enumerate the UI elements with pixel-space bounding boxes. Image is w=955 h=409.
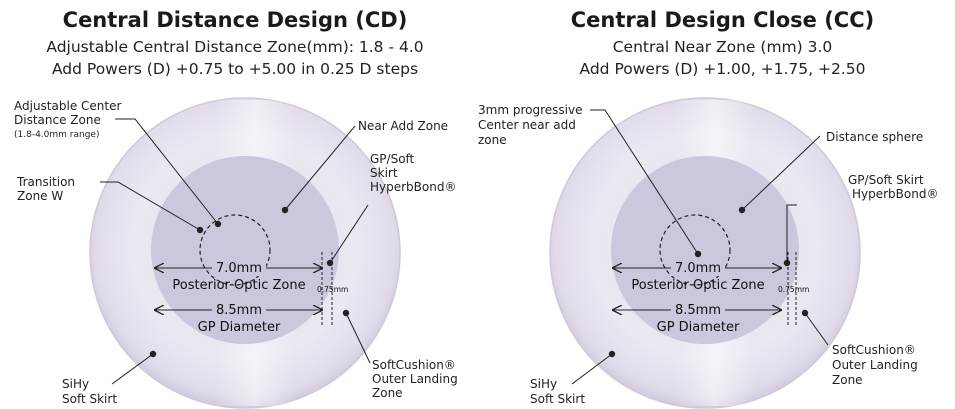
left-leader-softcushion [345, 312, 371, 364]
left-softcushion-label-3: Zone [372, 386, 403, 400]
right-softcushion-label-1: SoftCushion® [832, 343, 916, 357]
left-inner-zone [151, 156, 339, 344]
right-softcushion-label-3: Zone [832, 373, 863, 387]
left-dim-70-label: 7.0mm [216, 261, 262, 276]
right-progressive-label-1: 3mm progressive [478, 103, 582, 117]
right-lens: 7.0mm Posterior Optic Zone 0.75mm 8.5mm … [478, 97, 938, 409]
left-dim-85-label: 8.5mm [216, 303, 262, 318]
left-gp-soft-label-1: GP/Soft [370, 152, 415, 166]
left-title: Central Distance Design (CD) [62, 8, 408, 32]
left-center-zone-label-1: Adjustable Center [14, 99, 121, 113]
right-dim-85-label: 8.5mm [675, 303, 721, 318]
left-sihy-label-1: SiHy [62, 377, 89, 391]
left-center-dashed-zone [199, 214, 271, 286]
left-lens: 7.0mm Posterior Optic Zone 0.75mm 8.5mm … [14, 97, 458, 409]
right-gp-soft-label-1: GP/Soft Skirt [848, 173, 924, 187]
right-distance-sphere-label: Distance sphere [826, 130, 923, 144]
right-dim-70-label: 7.0mm [675, 261, 721, 276]
left-subtitle-1: Adjustable Central Distance Zone(mm): 1.… [46, 38, 424, 56]
right-sihy-label-1: SiHy [530, 377, 557, 391]
left-gp-diameter-label: GP Diameter [198, 320, 281, 335]
left-sihy-label-2: Soft Skirt [62, 392, 117, 406]
left-dim-075-label: 0.75mm [317, 285, 348, 294]
left-center-zone-label-3: (1.8-4.0mm range) [14, 130, 99, 140]
right-dim-075-label: 0.75mm [778, 285, 809, 294]
right-gp-soft-label-2: HyperbBond® [852, 187, 938, 201]
right-leader-progressive [590, 109, 699, 255]
left-center-zone-label-2: Distance Zone [14, 113, 101, 127]
right-inner-zone [611, 156, 799, 344]
right-subtitle-2: Add Powers (D) +1.00, +1.75, +2.50 [579, 60, 866, 78]
left-leader-transition [100, 181, 201, 231]
right-leader-softcushion [804, 312, 829, 346]
right-leader-sihy [571, 353, 613, 385]
left-leader-near [284, 125, 356, 211]
left-leader-center [115, 118, 219, 225]
left-transition-label-1: Transition [16, 175, 75, 189]
left-posterior-label: Posterior Optic Zone [172, 278, 305, 293]
right-progressive-label-2: Center near add [478, 118, 576, 132]
left-softcushion-label-2: Outer Landing [372, 372, 458, 386]
left-gp-soft-label-3: HyperbBond® [370, 180, 456, 194]
left-leader-sihy [111, 353, 154, 385]
right-subtitle-1: Central Near Zone (mm) 3.0 [612, 38, 833, 56]
right-progressive-label-3: zone [478, 133, 507, 147]
left-near-add-label: Near Add Zone [358, 119, 448, 133]
right-leader-distance [741, 135, 821, 211]
left-transition-label-2: Zone W [17, 189, 63, 203]
right-title: Central Design Close (CC) [570, 8, 875, 32]
right-sihy-label-2: Soft Skirt [530, 392, 585, 406]
right-gp-diameter-label: GP Diameter [657, 320, 740, 335]
right-posterior-label: Posterior Optic Zone [631, 278, 764, 293]
right-leader-gp [786, 204, 797, 263]
right-center-dashed-zone [659, 214, 731, 286]
left-leader-gp [329, 204, 369, 264]
left-subtitle-2: Add Powers (D) +0.75 to +5.00 in 0.25 D … [51, 60, 419, 78]
right-softcushion-label-2: Outer Landing [832, 358, 918, 372]
left-gp-soft-label-2: Skirt [370, 166, 398, 180]
left-softcushion-label-1: SoftCushion® [372, 358, 456, 372]
